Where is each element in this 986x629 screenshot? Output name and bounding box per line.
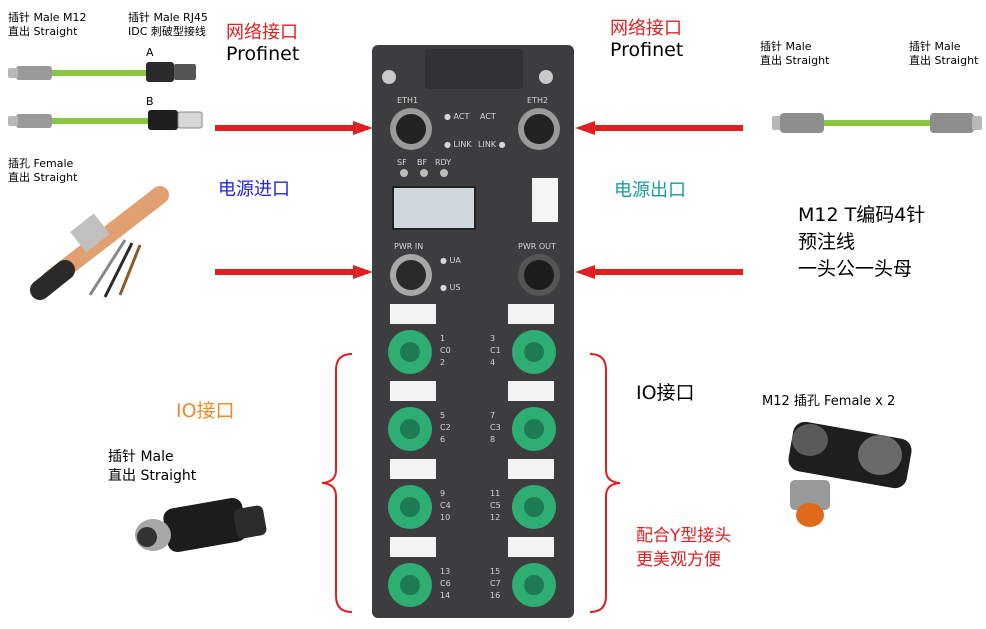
arrow-into-eth1 bbox=[215, 121, 373, 135]
device-display-window bbox=[392, 186, 476, 230]
io-left-a-label: 9 bbox=[440, 489, 446, 498]
io-left-b-label: 14 bbox=[440, 591, 451, 600]
io-right-c-label: C7 bbox=[490, 579, 501, 588]
pwr-out-port[interactable] bbox=[518, 254, 560, 296]
precable-description: M12 T编码4针 预注线 一头公一头母 bbox=[798, 204, 926, 280]
us-led-label: ● US bbox=[440, 283, 461, 292]
eth1-label: ETH1 bbox=[397, 96, 419, 105]
device-top-cap bbox=[425, 49, 523, 89]
io-label-tab-right bbox=[508, 537, 554, 557]
io-left-c-label: C4 bbox=[440, 501, 451, 510]
io-left-a-label: 13 bbox=[440, 567, 451, 576]
io-left-b-label: 2 bbox=[440, 358, 446, 367]
arrow-into-pwr-out bbox=[575, 265, 743, 279]
io-port-right-5[interactable] bbox=[512, 485, 556, 529]
m12-m12-cable-image bbox=[772, 113, 982, 133]
device-label-tab-top bbox=[532, 178, 558, 222]
profinet-cables-left-image bbox=[8, 62, 203, 130]
io-label-tab-right bbox=[508, 459, 554, 479]
arrow-into-pwr-in bbox=[215, 265, 373, 279]
y-connector-note: 配合Y型接头 更美观方便 bbox=[636, 526, 732, 570]
left-network-title: 网络接口 bbox=[226, 22, 298, 43]
right-network-title: 网络接口 bbox=[610, 18, 682, 39]
io-right-a-label: 11 bbox=[490, 489, 501, 498]
io-left-c-label: C2 bbox=[440, 423, 451, 432]
io-right-c-label: C5 bbox=[490, 501, 501, 510]
bf-led bbox=[420, 169, 428, 177]
power-input-title: 电源进口 bbox=[218, 179, 290, 200]
eth2-port[interactable] bbox=[518, 108, 560, 150]
right-io-title: IO接口 bbox=[636, 382, 695, 404]
mounting-hole-left bbox=[382, 70, 396, 84]
sf-led-label: SF bbox=[397, 158, 407, 167]
io-port-right-7[interactable] bbox=[512, 563, 556, 607]
io-label-tab-left bbox=[390, 304, 436, 324]
io-left-a-label: 5 bbox=[440, 411, 446, 420]
io-right-b-label: 4 bbox=[490, 358, 496, 367]
io-right-a-label: 7 bbox=[490, 411, 496, 420]
io-right-c-label: C3 bbox=[490, 423, 501, 432]
io-right-b-label: 12 bbox=[490, 513, 501, 522]
io-label-tab-left bbox=[390, 537, 436, 557]
marker-b: B bbox=[146, 95, 154, 108]
eth1-act-label: ● ACT bbox=[444, 112, 470, 121]
y-connector-label: M12 插孔 Female x 2 bbox=[762, 394, 896, 409]
power-output-title: 电源出口 bbox=[614, 180, 686, 201]
io-left-c-label: C0 bbox=[440, 346, 451, 355]
io-port-left-6[interactable] bbox=[388, 563, 432, 607]
io-label-tab-left bbox=[390, 381, 436, 401]
pwr-in-port[interactable] bbox=[390, 254, 432, 296]
left-io-title: IO接口 bbox=[176, 400, 235, 422]
ua-led-label: ● UA bbox=[440, 256, 461, 265]
io-port-left-0[interactable] bbox=[388, 330, 432, 374]
io-label-tab-left bbox=[390, 459, 436, 479]
io-left-b-label: 10 bbox=[440, 513, 451, 522]
io-left-c-label: C6 bbox=[440, 579, 451, 588]
io-port-left-2[interactable] bbox=[388, 407, 432, 451]
eth2-link-label: LINK ● bbox=[478, 140, 506, 149]
pwr-in-label: PWR IN bbox=[394, 242, 424, 251]
right-network-protocol: Profinet bbox=[610, 39, 684, 61]
arrow-into-eth2 bbox=[575, 121, 743, 135]
eth1-port[interactable] bbox=[390, 108, 432, 150]
io-label-tab-right bbox=[508, 381, 554, 401]
left-bracket bbox=[321, 353, 353, 613]
power-cable-image bbox=[30, 186, 169, 300]
pwr-out-label: PWR OUT bbox=[518, 242, 556, 251]
io-right-a-label: 3 bbox=[490, 334, 496, 343]
io-port-left-4[interactable] bbox=[388, 485, 432, 529]
rdy-led bbox=[440, 169, 448, 177]
right-bracket bbox=[589, 353, 621, 613]
io-right-b-label: 16 bbox=[490, 591, 501, 600]
y-connector-image bbox=[788, 421, 912, 527]
io-port-right-3[interactable] bbox=[512, 407, 556, 451]
rdy-led-label: RDY bbox=[435, 158, 452, 167]
io-label-tab-right bbox=[508, 304, 554, 324]
io-right-c-label: C1 bbox=[490, 346, 501, 355]
io-left-a-label: 1 bbox=[440, 334, 446, 343]
m12-plug-image bbox=[135, 497, 267, 553]
eth2-act-label: ACT bbox=[480, 112, 496, 121]
io-right-a-label: 15 bbox=[490, 567, 501, 576]
eth2-label: ETH2 bbox=[527, 96, 549, 105]
io-port-right-1[interactable] bbox=[512, 330, 556, 374]
io-right-b-label: 8 bbox=[490, 435, 496, 444]
sf-led bbox=[400, 169, 408, 177]
io-left-b-label: 6 bbox=[440, 435, 446, 444]
mounting-hole-right bbox=[539, 70, 553, 84]
eth1-link-label: ● LINK bbox=[444, 140, 472, 149]
marker-a: A bbox=[146, 46, 154, 59]
bf-led-label: BF bbox=[417, 158, 428, 167]
left-network-protocol: Profinet bbox=[226, 43, 300, 65]
